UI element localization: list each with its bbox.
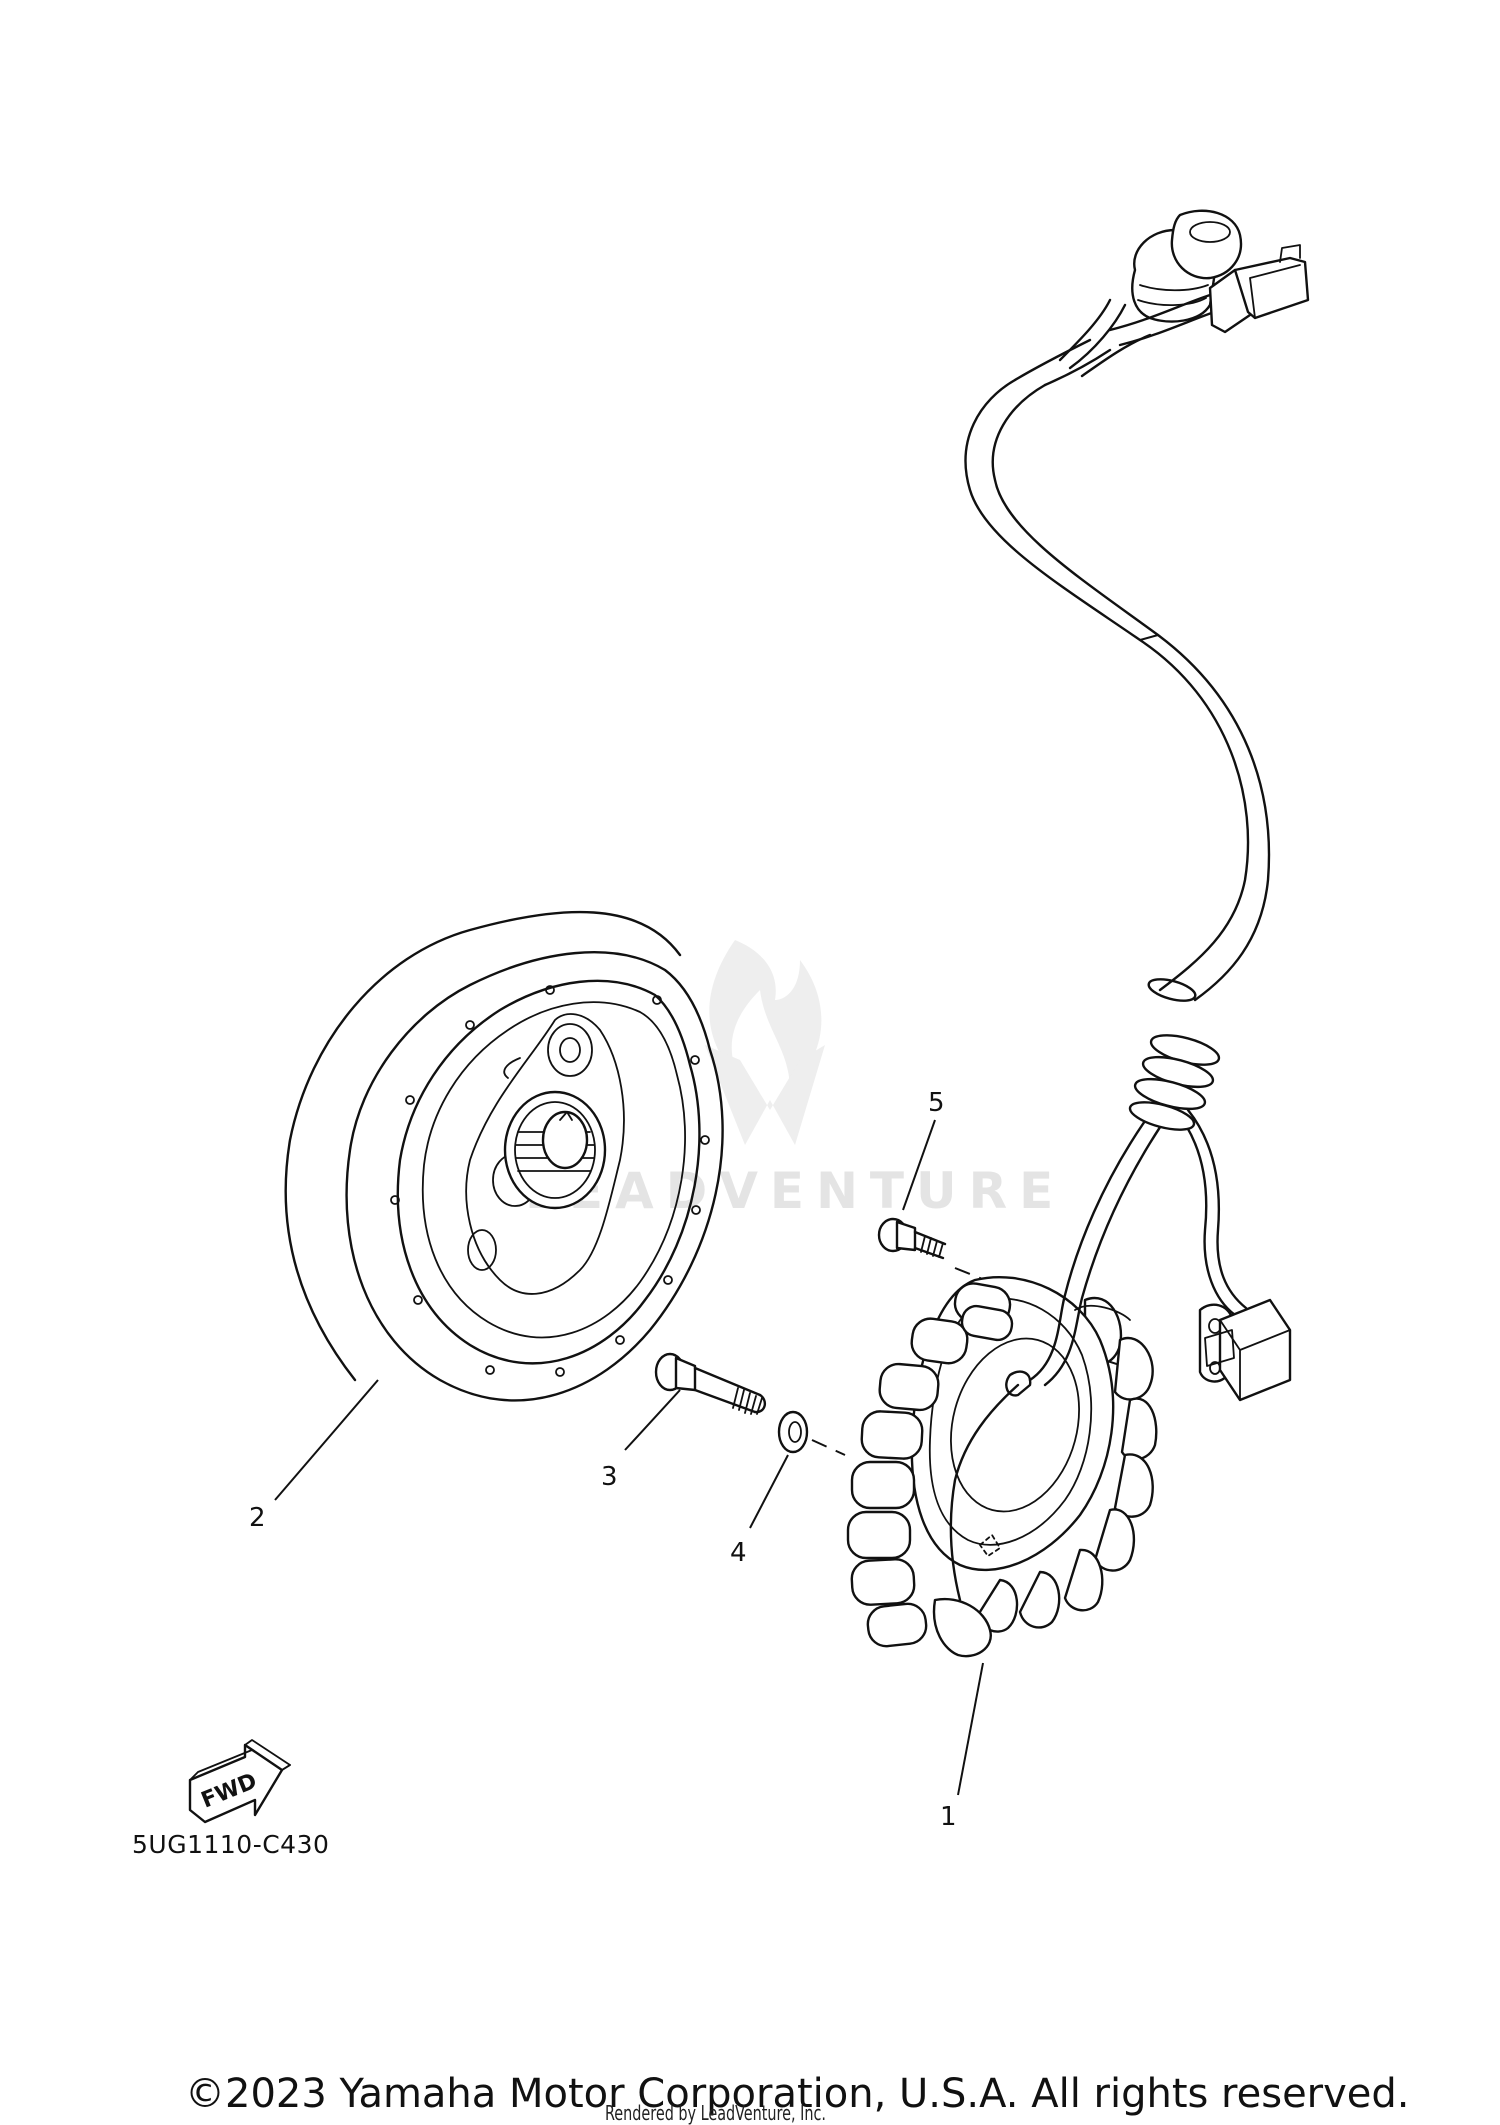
- callout-3: 3: [601, 1462, 618, 1492]
- part-3-bolt: [654, 1352, 767, 1415]
- part-1-stator-assembly: [846, 209, 1310, 1658]
- top-rect-connector: [1108, 244, 1310, 347]
- leader-4: [749, 1454, 789, 1529]
- callout-4: 4: [730, 1538, 747, 1568]
- assembly-line-bolt: [811, 1439, 846, 1456]
- fwd-arrow-icon: FWD: [188, 1739, 291, 1824]
- rendered-by-notice: Rendered by LeadVenture, Inc.: [605, 2101, 826, 2125]
- top-round-connector: [1013, 209, 1243, 387]
- leader-5: [902, 1119, 936, 1211]
- diagram-code: 5UG1110-C430: [132, 1830, 330, 1859]
- part-5-screw: [877, 1217, 947, 1260]
- callout-5: 5: [928, 1088, 945, 1118]
- leader-3: [624, 1389, 681, 1451]
- copyright-notice: ©2023 Yamaha Motor Corporation, U.S.A. A…: [185, 2071, 1410, 2117]
- leader-1: [957, 1662, 984, 1796]
- part-4-washer: [777, 1410, 809, 1454]
- stator-front-poles: [846, 1282, 1014, 1648]
- wire-grommets: [1128, 978, 1221, 1131]
- rim-holes: [390, 985, 710, 1377]
- watermark-logo: [705, 940, 825, 1145]
- callout-1: 1: [940, 1802, 957, 1832]
- leader-2: [274, 1379, 379, 1501]
- part-2-flywheel-rotor: [284, 910, 724, 1402]
- callout-2: 2: [249, 1503, 266, 1533]
- stator-back-poles: [976, 1296, 1158, 1633]
